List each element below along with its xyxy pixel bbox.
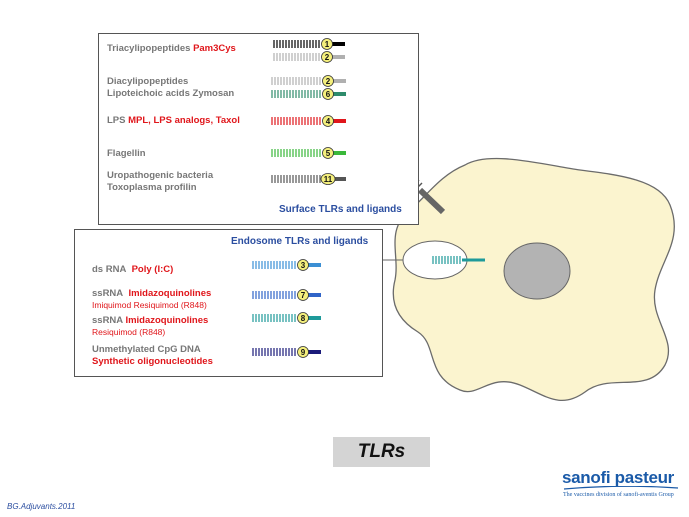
endosome-receptor-icon [432,256,485,264]
ligand-label: Flagellin [107,148,146,159]
ligand-label: ssRNA Imidazoquinolines [92,288,212,299]
sanofi-logo: sanofi pasteur The vaccines division of … [562,468,680,502]
endosome-tlr-panel: Endosome TLRs and ligands ds RNA Poly (I… [74,229,383,377]
ligand-label: Uropathogenic bacteria [107,170,214,181]
tlrs-caption: TLRs [333,437,430,467]
ligand-label: Diacylipopeptides [107,76,189,87]
footer-credit: BG.Adjuvants.2011 [7,502,76,511]
ligand-label: Triacylipopeptides Pam3Cys [107,43,236,54]
ligand-label: Lipoteichoic acids Zymosan [107,88,235,99]
ligand-label: ssRNA Imidazoquinolines [92,315,209,326]
ligand-sublabel: Resiquimod (R848) [92,327,166,337]
ligand-sublabel: Imiquimod Resiquimod (R848) [92,300,207,310]
ligand-sublabel: Synthetic oligonucleotides [92,356,213,367]
nucleus [503,242,571,300]
brand-tagline: The vaccines division of sanofi-aventis … [563,492,674,498]
ligand-label: Unmethylated CpG DNA [92,344,201,355]
surface-tlr-panel: Triacylipopeptides Pam3Cys Diacylipopept… [98,33,419,225]
ligand-label: LPS MPL, LPS analogs, Taxol [107,115,240,126]
ligand-label: ds RNA Poly (I:C) [92,264,174,275]
ligand-label: Toxoplasma profilin [107,182,197,193]
endosome-panel-title: Endosome TLRs and ligands [231,236,369,247]
brand-name: sanofi pasteur [562,468,674,487]
surface-panel-title: Surface TLRs and ligands [279,204,402,215]
logo-swoosh-icon [563,486,679,490]
